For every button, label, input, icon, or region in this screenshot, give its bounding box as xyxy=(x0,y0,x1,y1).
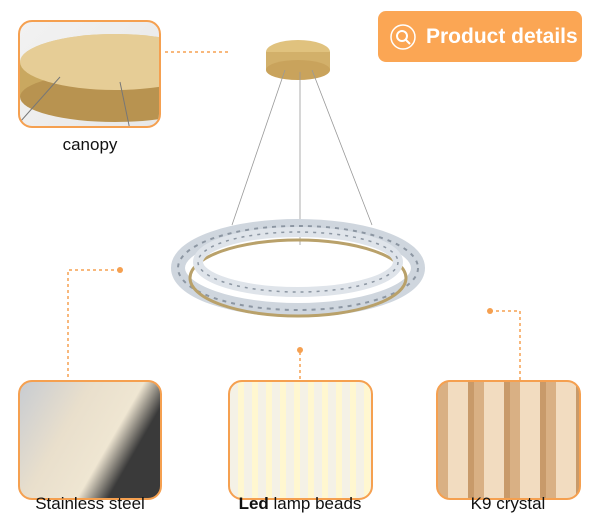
stainless-steel-image xyxy=(18,380,162,500)
callout-lines xyxy=(67,51,521,380)
k9-crystal-image xyxy=(436,380,581,500)
led-beads-image xyxy=(228,380,373,500)
stainless-steel-label: Stainless steel xyxy=(35,494,145,513)
led-bold-text: Led xyxy=(238,494,269,513)
search-icon xyxy=(390,23,416,50)
k9-crystal-label: K9 crystal xyxy=(470,494,546,513)
crystal-ring xyxy=(171,219,425,318)
product-details-label: Product details xyxy=(426,24,578,48)
canopy-label: canopy xyxy=(62,135,118,154)
led-beads-label: Led lamp beads xyxy=(210,494,390,514)
product-details-button[interactable]: Product details xyxy=(378,11,582,62)
canopy-detail-image xyxy=(18,20,161,128)
led-rest-text: lamp beads xyxy=(268,494,362,513)
